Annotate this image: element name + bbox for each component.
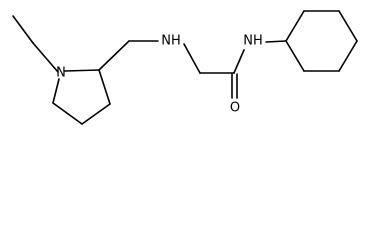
cyclohexane-ring-bonds bbox=[285, 10, 358, 72]
atom-label-pyrrolidine-n: N bbox=[56, 66, 66, 81]
bond-cy-1-2 bbox=[285, 10, 305, 42]
bond-carbonyl-nh bbox=[233, 49, 245, 74]
atom-label-amide-nh: NH bbox=[243, 34, 263, 49]
atom-label-amine-nh: NH bbox=[161, 34, 181, 49]
bond-c2-ch2 bbox=[98, 40, 130, 71]
bond-cy-4-5 bbox=[338, 40, 358, 72]
bond-cy-3-4 bbox=[338, 10, 358, 42]
bond-ring-c2-c3 bbox=[98, 69, 111, 105]
chemical-structure-diagram: N NH NH O bbox=[12, 10, 358, 125]
atom-labels: N NH NH O bbox=[56, 34, 263, 116]
bond-ring-c3-c4 bbox=[81, 103, 111, 125]
bond-nh-ch2 bbox=[183, 43, 201, 74]
bond-ring-n-c2 bbox=[64, 69, 100, 72]
bond-ring-c4-c5 bbox=[52, 102, 83, 125]
bond-cy-6-1 bbox=[285, 40, 305, 72]
bond-ring-c5-n bbox=[52, 78, 60, 104]
carbonyl-double-bond bbox=[231, 73, 238, 99]
amide-bonds bbox=[233, 40, 287, 74]
linker-bonds bbox=[98, 40, 235, 74]
ethyl-bonds bbox=[12, 15, 59, 73]
pyrrolidine-ring-bonds bbox=[52, 69, 111, 125]
bond-ethyl-ch2-n bbox=[32, 42, 59, 73]
atom-label-carbonyl-o: O bbox=[230, 101, 240, 116]
bond-ethyl-ch3-ch2 bbox=[12, 15, 34, 44]
bond-nh-cyclohexyl bbox=[265, 40, 287, 43]
